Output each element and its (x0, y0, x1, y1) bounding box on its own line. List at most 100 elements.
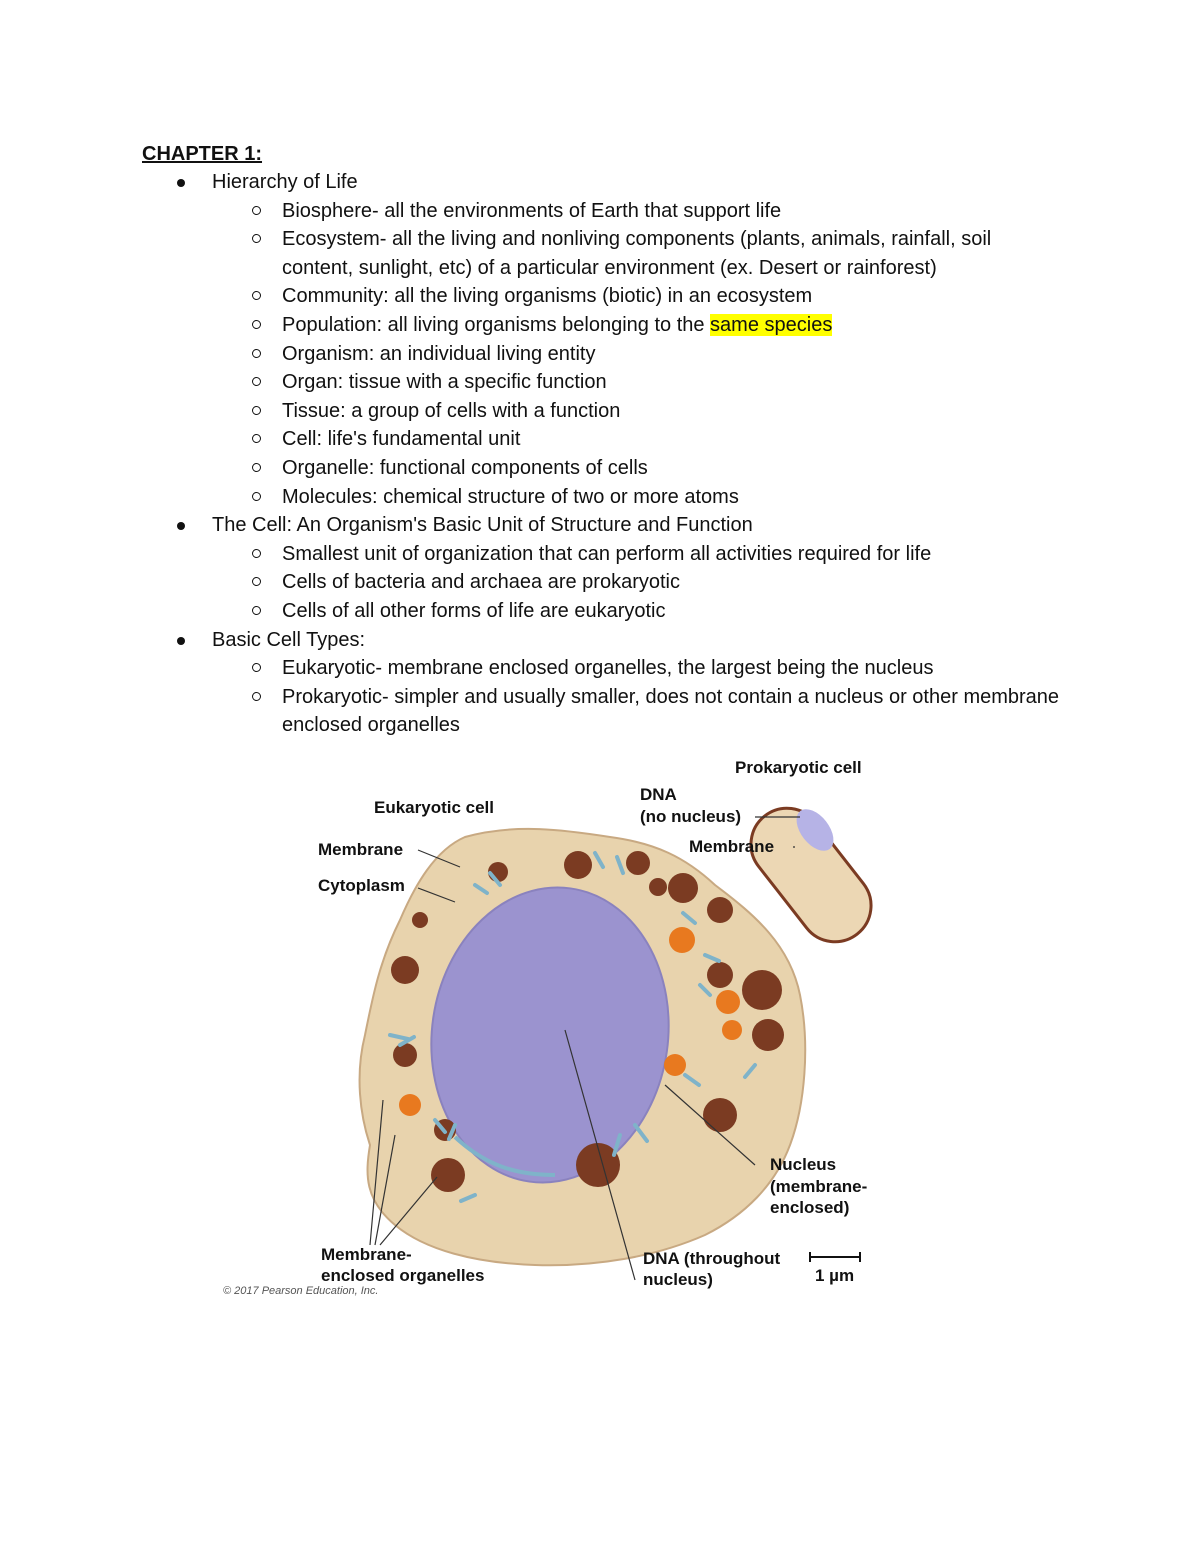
sub-item-text: Cells of bacteria and archaea are prokar… (282, 571, 680, 594)
organelle (668, 873, 698, 903)
label-dna-throughout: DNA (throughout (643, 1249, 781, 1268)
cell-figure: Prokaryotic cell Eukaryotic cell DNA (no… (215, 745, 915, 1305)
label-cytoplasm: Cytoplasm (318, 876, 405, 895)
organelle (391, 956, 419, 984)
outline-item: Basic Cell Types: Eukaryotic- membrane e… (0, 626, 1092, 740)
hollow-bullet-icon (252, 405, 261, 415)
hollow-bullet-icon (252, 319, 261, 329)
sub-item: Tissue: a group of cells with a function (212, 397, 1062, 426)
sub-item: Cells of bacteria and archaea are prokar… (212, 568, 1062, 597)
label-dna-no-nucleus: (no nucleus) (640, 807, 742, 826)
organelle (412, 912, 428, 928)
organelle (399, 1094, 421, 1116)
sub-item: Biosphere- all the environments of Earth… (212, 197, 1062, 226)
outline-item-text: Hierarchy of Life (212, 171, 358, 193)
organelle (393, 1043, 417, 1067)
sub-item-text: Cell: life's fundamental unit (282, 428, 521, 451)
sub-item: Ecosystem- all the living and nonliving … (212, 225, 1062, 282)
label-nucleus: Nucleus (770, 1155, 837, 1174)
organelle (722, 1020, 742, 1040)
label-organelles-1: Membrane- (321, 1245, 412, 1264)
label-organelles-2: enclosed organelles (321, 1266, 485, 1285)
scale-bar (809, 1252, 861, 1262)
organelle (649, 878, 667, 896)
hollow-bullet-icon (252, 291, 261, 301)
sub-item-text: Eukaryotic- membrane enclosed organelles… (282, 657, 934, 680)
outline-item-text: Basic Cell Types: (212, 628, 366, 651)
hollow-bullet-icon (252, 205, 261, 215)
hollow-bullet-icon (252, 605, 261, 615)
organelle (576, 1143, 620, 1187)
prokaryotic-dna (796, 809, 834, 851)
figure-credit: © 2017 Pearson Education, Inc. (223, 1285, 379, 1297)
organelle (742, 970, 782, 1010)
sub-item-text: Organ: tissue with a specific function (282, 371, 607, 394)
sub-item-text: Molecules: chemical structure of two or … (282, 485, 739, 508)
sub-item: Cell: life's fundamental unit (212, 425, 1062, 454)
sub-item-text: Organelle: functional components of cell… (282, 456, 648, 479)
hollow-bullet-icon (252, 663, 261, 673)
sub-item: Molecules: chemical structure of two or … (212, 483, 1062, 512)
outline-list: Hierarchy of Life Biosphere- all the env… (0, 168, 1200, 740)
hollow-bullet-icon (252, 348, 261, 358)
label-eukaryotic-cell: Eukaryotic cell (374, 798, 495, 817)
organelle (664, 1054, 686, 1076)
filled-bullet-icon (177, 522, 185, 531)
label-scale: 1 µm (815, 1266, 855, 1285)
outline-item: The Cell: An Organism's Basic Unit of St… (0, 511, 1092, 625)
organelle (716, 990, 740, 1014)
label-prokaryotic-cell: Prokaryotic cell (735, 758, 862, 777)
hollow-bullet-icon (252, 434, 261, 444)
organelle (564, 851, 592, 879)
leader-line (369, 816, 800, 1281)
chapter-title: CHAPTER 1: (142, 143, 263, 165)
sub-item: Smallest unit of organization that can p… (212, 540, 1062, 569)
organelle (752, 1019, 784, 1051)
sub-item: Organ: tissue with a specific function (212, 368, 1062, 397)
sub-item: Cells of all other forms of life are euk… (212, 597, 1062, 626)
sub-item-text: Biosphere- all the environments of Earth… (282, 199, 782, 222)
sub-item-text: Ecosystem- all the living and nonliving … (282, 228, 992, 279)
sub-item: Population: all living organisms belongi… (212, 311, 1062, 340)
prokaryotic-cell-body (749, 806, 873, 944)
hollow-bullet-icon (252, 691, 261, 701)
sub-item: Organism: an individual living entity (212, 340, 1062, 369)
outline-item: Hierarchy of Life Biosphere- all the env… (0, 168, 1092, 511)
hollow-bullet-icon (252, 577, 261, 587)
label-dna-nucleus: nucleus) (643, 1270, 713, 1289)
organelle (626, 851, 650, 875)
hollow-bullet-icon (252, 491, 261, 501)
organelle (707, 897, 733, 923)
label-dna-prokaryote: DNA (640, 785, 677, 804)
hollow-bullet-icon (252, 377, 261, 387)
hollow-bullet-icon (252, 234, 261, 244)
sub-item-text: Population: all living organisms belongi… (282, 313, 711, 336)
sub-item: Organelle: functional components of cell… (212, 454, 1062, 483)
label-membrane-prokaryote: Membrane (689, 837, 775, 856)
filled-bullet-icon (177, 179, 185, 187)
filled-bullet-icon (177, 636, 185, 645)
er-strand (453, 1135, 556, 1177)
cell-illustration (358, 806, 873, 1281)
sub-list: Smallest unit of organization that can p… (212, 540, 1092, 626)
sub-item-text: Community: all the living organisms (bio… (282, 285, 813, 308)
organelle (703, 1098, 737, 1132)
organelle (707, 962, 733, 988)
outline-item-text: The Cell: An Organism's Basic Unit of St… (212, 514, 753, 537)
highlighted-text: same species (710, 313, 833, 336)
label-nucleus-membrane: (membrane- (770, 1177, 868, 1196)
organelle (431, 1158, 465, 1192)
sub-item-text: Prokaryotic- simpler and usually smaller… (282, 685, 1060, 737)
sub-item-text: Smallest unit of organization that can p… (282, 542, 932, 565)
nucleus (430, 886, 670, 1184)
label-nucleus-enclosed: enclosed) (770, 1198, 850, 1217)
sub-item-text: Cells of all other forms of life are euk… (282, 599, 666, 622)
sub-item-text: Tissue: a group of cells with a function (282, 399, 621, 422)
sub-item-text: Organism: an individual living entity (282, 342, 596, 365)
sub-item: Eukaryotic- membrane enclosed organelles… (212, 654, 1062, 683)
sub-item: Community: all the living organisms (bio… (212, 282, 1062, 311)
sub-list: Eukaryotic- membrane enclosed organelles… (212, 654, 1092, 740)
hollow-bullet-icon (252, 462, 261, 472)
sub-item: Prokaryotic- simpler and usually smaller… (212, 683, 1062, 740)
